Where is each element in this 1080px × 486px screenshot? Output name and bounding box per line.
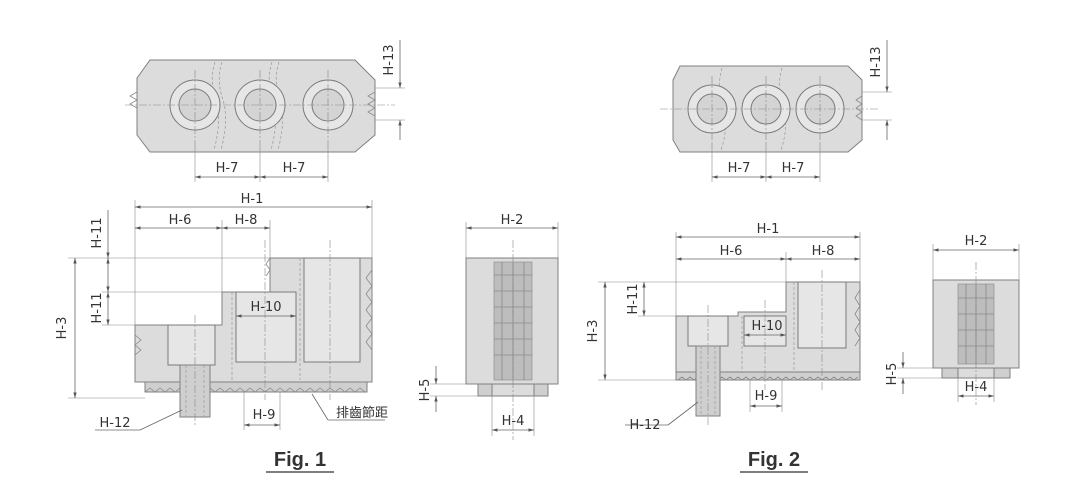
label-h4-fig2: H-4 bbox=[965, 380, 988, 395]
fig1-top-view: H-7 H-7 H-13 bbox=[125, 40, 405, 182]
label-h5-fig1: H-5 bbox=[418, 379, 433, 402]
label-h1-fig1: H-1 bbox=[241, 192, 264, 207]
label-h5-fig2: H-5 bbox=[885, 363, 900, 386]
label-h11-fig2: H-11 bbox=[626, 283, 641, 314]
label-h8-fig2: H-8 bbox=[812, 244, 835, 259]
label-h1-fig2: H-1 bbox=[757, 222, 780, 237]
fig1-side-view: H-2 H-5 H-4 bbox=[418, 213, 559, 440]
label-h9-fig2: H-9 bbox=[755, 389, 778, 404]
fig1-front-view: H-1 H-6 H-8 H-10 H-9 H-3 H-11 H-11 H-12 bbox=[55, 192, 388, 431]
fig2-front-view: H-1 H-6 H-8 H-10 H-9 H-3 H-11 H-12 bbox=[586, 222, 861, 433]
label-h2-fig1: H-2 bbox=[501, 213, 524, 228]
caption-fig2: Fig. 2 bbox=[748, 449, 800, 471]
label-h7-b: H-7 bbox=[283, 161, 306, 176]
label-h12-fig1: H-12 bbox=[99, 416, 130, 431]
label-h11-lower-fig1: H-11 bbox=[90, 292, 105, 323]
label-h6-fig2: H-6 bbox=[720, 244, 743, 259]
label-serration-pitch: 排齒節距 bbox=[336, 406, 388, 421]
label-h7-d: H-7 bbox=[782, 161, 805, 176]
label-h11-upper-fig1: H-11 bbox=[90, 217, 105, 248]
fig2-top-view: H-7 H-7 H-13 bbox=[660, 40, 892, 182]
label-h7-c: H-7 bbox=[728, 161, 751, 176]
fig2-side-view: H-2 H-5 H-4 bbox=[885, 234, 1020, 405]
label-h12-fig2: H-12 bbox=[629, 418, 660, 433]
label-h10-fig1: H-10 bbox=[250, 300, 281, 315]
label-h9-fig1: H-9 bbox=[253, 408, 276, 423]
caption-fig1: Fig. 1 bbox=[274, 449, 326, 471]
label-h8-fig1: H-8 bbox=[235, 213, 258, 228]
label-h10-fig2: H-10 bbox=[751, 319, 782, 334]
label-h2-fig2: H-2 bbox=[965, 234, 988, 249]
label-h13-fig2: H-13 bbox=[869, 46, 884, 77]
label-h7-a: H-7 bbox=[216, 161, 239, 176]
label-h4-fig1: H-4 bbox=[502, 414, 525, 429]
label-h13-fig1: H-13 bbox=[382, 44, 397, 75]
label-h3-fig2: H-3 bbox=[586, 320, 601, 343]
label-h3-fig1: H-3 bbox=[55, 317, 70, 340]
label-h6-fig1: H-6 bbox=[169, 213, 192, 228]
